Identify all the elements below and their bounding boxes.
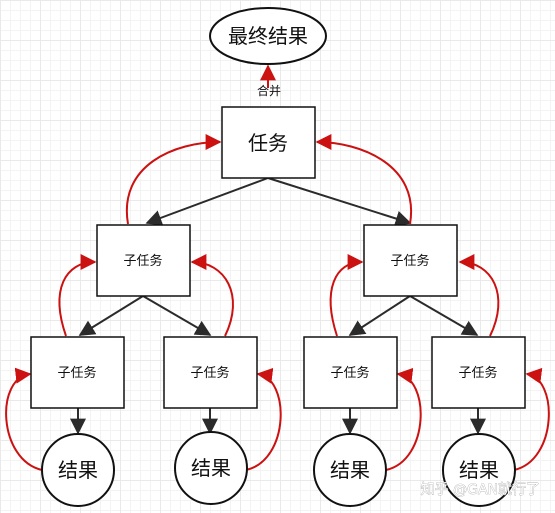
watermark: 知乎 @GAN就行了 (421, 481, 540, 498)
subtask-1-node (30, 336, 125, 409)
left-subtask-label: 子任务 (123, 253, 162, 269)
return-result-3-to-subtask-3 (385, 367, 422, 471)
root-task-label: 任务 (248, 131, 288, 155)
result-1-node (41, 433, 115, 507)
subtask-2-label: 子任务 (190, 365, 229, 381)
merge-label: 合并 (257, 83, 281, 98)
return-subtask-3-to-right (329, 254, 364, 337)
final-result-label: 最终结果 (228, 24, 308, 48)
result-3-label: 结果 (330, 458, 370, 482)
subtask-4-node (431, 336, 526, 409)
result-4-label: 结果 (459, 458, 499, 482)
result-1-label: 结果 (58, 458, 98, 482)
result-2-label: 结果 (191, 456, 231, 480)
right-subtask-label: 子任务 (390, 253, 429, 269)
edge-right-to-subtask-4 (409, 295, 479, 336)
return-subtask-1-to-left (58, 254, 97, 337)
edge-left-to-subtask-2 (142, 295, 212, 336)
subtask-2-node (163, 336, 258, 409)
result-3-node (313, 433, 387, 507)
return-result-2-to-subtask-2 (245, 367, 282, 471)
return-right-to-root (315, 134, 413, 225)
root-task-node (221, 106, 316, 179)
left-subtask-node (96, 224, 191, 297)
return-subtask-4-to-right (458, 254, 500, 337)
return-subtask-2-to-left (190, 254, 234, 337)
edge-right-to-subtask-3 (348, 295, 411, 336)
edge-left-to-subtask-1 (78, 295, 144, 336)
return-left-to-root (125, 134, 222, 225)
edge-root-to-right-subtask (267, 177, 412, 227)
edge-root-to-left-subtask (145, 177, 269, 226)
final-result-node (209, 7, 327, 65)
subtask-3-node (303, 336, 398, 409)
result-4-node (442, 433, 516, 507)
subtask-1-label: 子任务 (57, 365, 96, 381)
return-result-1-to-subtask-1 (5, 367, 43, 471)
right-subtask-node (363, 224, 458, 297)
subtask-3-label: 子任务 (330, 365, 369, 381)
return-result-4-to-subtask-4 (513, 367, 550, 471)
subtask-4-label: 子任务 (458, 365, 497, 381)
result-2-node (174, 431, 248, 505)
